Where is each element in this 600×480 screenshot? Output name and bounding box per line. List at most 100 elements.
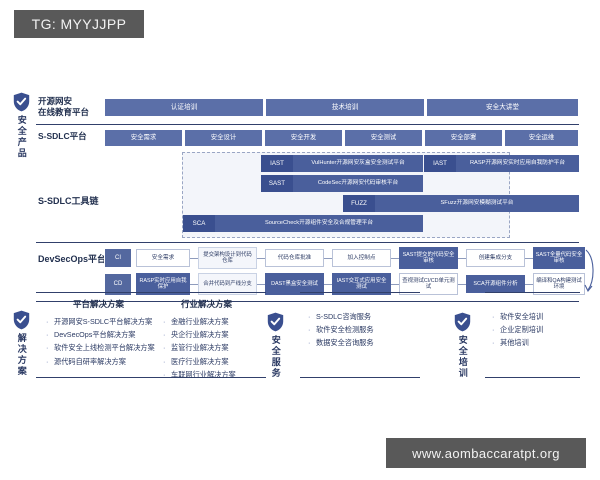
devsecops-tag-cd[interactable]: CD <box>104 273 132 296</box>
edu-cell-0[interactable]: 认证培训 <box>104 98 264 117</box>
list-item[interactable]: · 软件安全培训 <box>492 310 543 323</box>
list-item-label: 数据安全咨询服务 <box>316 338 374 348</box>
bullet-icon: · <box>492 338 495 348</box>
list-item[interactable]: · 央企行业解决方案 <box>163 328 236 341</box>
toolchain-name-sfuzz[interactable]: SFuzz开源网安模糊测试平台 <box>375 195 579 212</box>
list-item[interactable]: ·软件安全检测服务 <box>308 323 374 336</box>
ssdlc-cell-1[interactable]: 安全设计 <box>184 129 263 147</box>
sidebar-label-training: 安全培训 <box>457 335 468 379</box>
solutions-industry-heading: 行业解决方案 <box>181 299 233 309</box>
list-item-label: 软件安全培训 <box>500 312 544 321</box>
ci-connector <box>324 258 332 260</box>
cd-step-5[interactable]: SCA开源组件分析 <box>466 275 525 293</box>
bullet-icon: · <box>46 343 49 353</box>
ci-step-0[interactable]: 安全需求 <box>136 249 190 267</box>
devsecops-tag-ci[interactable]: CI <box>104 248 132 268</box>
row-label-edu-line2: 在线教育平台 <box>38 106 90 117</box>
edu-cell-1[interactable]: 技术培训 <box>265 98 425 117</box>
edu-cell-2[interactable]: 安全大讲堂 <box>426 98 579 117</box>
ssdlc-cell-5[interactable]: 安全运维 <box>504 129 579 147</box>
training-rule-bottom <box>485 377 580 379</box>
toolchain-name-rasp[interactable]: RASP开源网安实时应用自我防护平台 <box>456 155 579 172</box>
list-item[interactable]: · DevSecOps平台解决方案 <box>46 328 155 341</box>
ssdlc-cell-2[interactable]: 安全开发 <box>264 129 343 147</box>
loop-arrow-icon <box>584 248 598 303</box>
toolchain-name-codesec[interactable]: CodeSec开源网安代码审核平台 <box>293 175 423 192</box>
cd-step-4[interactable]: 查视测试CI/CD单元测试 <box>399 273 458 295</box>
toolchain-tag-sast[interactable]: SAST <box>261 175 293 192</box>
training-list: · 软件安全培训 · 企业定制培训 · 其他培训 <box>492 310 543 350</box>
list-item-label: DevSecOps平台解决方案 <box>54 330 136 340</box>
list-item-label: 开源网安S-SDLC平台解决方案 <box>54 317 153 326</box>
list-item[interactable]: ·软件安全上线检测平台解决方案 <box>46 341 155 354</box>
sidebar-group-training: 安全培训 <box>445 312 479 379</box>
list-item-label: 监管行业解决方案 <box>171 343 229 353</box>
ssdlc-cell-0[interactable]: 安全需求 <box>104 129 183 147</box>
divider-devsecops <box>36 301 579 303</box>
shield-check-icon <box>267 312 284 332</box>
list-item-label: S-SDLC咨询服务 <box>316 312 372 321</box>
bullet-icon: · <box>308 312 311 321</box>
sidebar-group-products: 安全产品 <box>4 92 38 159</box>
cd-step-2[interactable]: DAST黑盒安全测试 <box>265 273 324 295</box>
bullet-icon: · <box>163 330 166 340</box>
list-item-label: 医疗行业解决方案 <box>171 356 229 366</box>
bullet-icon: · <box>308 338 311 348</box>
list-item[interactable]: · 其他培训 <box>492 336 543 349</box>
list-item-label: 企业定制培训 <box>500 325 544 335</box>
bullet-icon: · <box>492 312 495 321</box>
list-item[interactable]: ·开源网安S-SDLC平台解决方案 <box>46 315 155 328</box>
cd-connector <box>257 284 265 286</box>
ci-connector <box>391 258 399 260</box>
ci-step-1[interactable]: 提交架构设计到代码仓库 <box>198 247 257 269</box>
ci-connector <box>257 258 265 260</box>
cd-connector <box>525 284 533 286</box>
bullet-icon: · <box>492 325 495 335</box>
sidebar-group-services: 安全服务 <box>258 312 292 379</box>
list-item[interactable]: ·金融行业解决方案 <box>163 315 236 328</box>
cd-step-0[interactable]: RASP实时应用自我保护 <box>136 273 190 295</box>
list-item[interactable]: · S-SDLC咨询服务 <box>308 310 374 323</box>
toolchain-tag-sca[interactable]: SCA <box>183 215 215 232</box>
ci-step-4[interactable]: SAST提交的代码安全审核 <box>399 247 458 269</box>
solutions-rule-top-left <box>36 292 266 294</box>
list-item[interactable]: ·监管行业解决方案 <box>163 341 236 354</box>
list-item-label: 其他培训 <box>500 338 529 348</box>
list-item-label: 央企行业解决方案 <box>171 330 229 340</box>
toolchain-name-vulhunter[interactable]: VulHunter开源网安灰盒安全测试平台 <box>293 155 423 172</box>
list-item[interactable]: ·医疗行业解决方案 <box>163 355 236 368</box>
toolchain-name-sourcecheck[interactable]: SourceCheck开源组件安全及合规管理平台 <box>215 215 423 232</box>
ci-connector <box>525 258 533 260</box>
row-label-edu: 开源网安 在线教育平台 <box>38 96 89 117</box>
cd-step-6[interactable]: 编译和QA构建测试环境 <box>533 273 585 295</box>
list-item-label: 金融行业解决方案 <box>171 317 229 326</box>
cd-connector <box>324 284 332 286</box>
cd-step-3[interactable]: IAST交互式应用安全测试 <box>332 273 391 295</box>
ssdlc-cell-3[interactable]: 安全测试 <box>344 129 423 147</box>
sidebar-label-services: 安全服务 <box>270 335 281 379</box>
list-item[interactable]: · 数据安全咨询服务 <box>308 336 374 349</box>
cd-step-1[interactable]: 合并代码到产线分支 <box>198 273 257 295</box>
divider-toolchain <box>36 242 579 244</box>
bullet-icon: · <box>46 330 49 340</box>
shield-check-icon <box>13 310 30 330</box>
ci-step-5[interactable]: 创建集成分支 <box>466 249 525 267</box>
ci-step-3[interactable]: 加入控制点 <box>332 249 391 267</box>
solutions-platform-list: ·开源网安S-SDLC平台解决方案 ·DevSecOps平台解决方案 ·软件安全… <box>46 315 155 368</box>
solutions-platform-heading: 平台解决方案 <box>73 299 125 309</box>
list-item-label: 车联网行业解决方案 <box>171 369 236 379</box>
row-label-devsecops: DevSecOps平台 <box>38 254 107 264</box>
toolchain-tag-fuzz[interactable]: FUZZ <box>343 195 375 212</box>
cd-connector <box>391 284 399 286</box>
ci-step-2[interactable]: 代码仓库批准 <box>265 249 324 267</box>
toolchain-tag-iast-rasp[interactable]: IAST <box>424 155 456 172</box>
services-rule-top <box>300 292 420 294</box>
list-item[interactable]: ·源代码自研率解决方案 <box>46 355 155 368</box>
list-item[interactable]: · 企业定制培训 <box>492 323 543 336</box>
ci-step-6[interactable]: SAST全量代码安全审核 <box>533 247 585 269</box>
ci-connector <box>458 258 466 260</box>
toolchain-tag-iast-vulhunter[interactable]: IAST <box>261 155 293 172</box>
ssdlc-cell-4[interactable]: 安全部署 <box>424 129 503 147</box>
list-item[interactable]: · 车联网行业解决方案 <box>163 368 236 381</box>
bullet-icon: · <box>163 369 166 379</box>
